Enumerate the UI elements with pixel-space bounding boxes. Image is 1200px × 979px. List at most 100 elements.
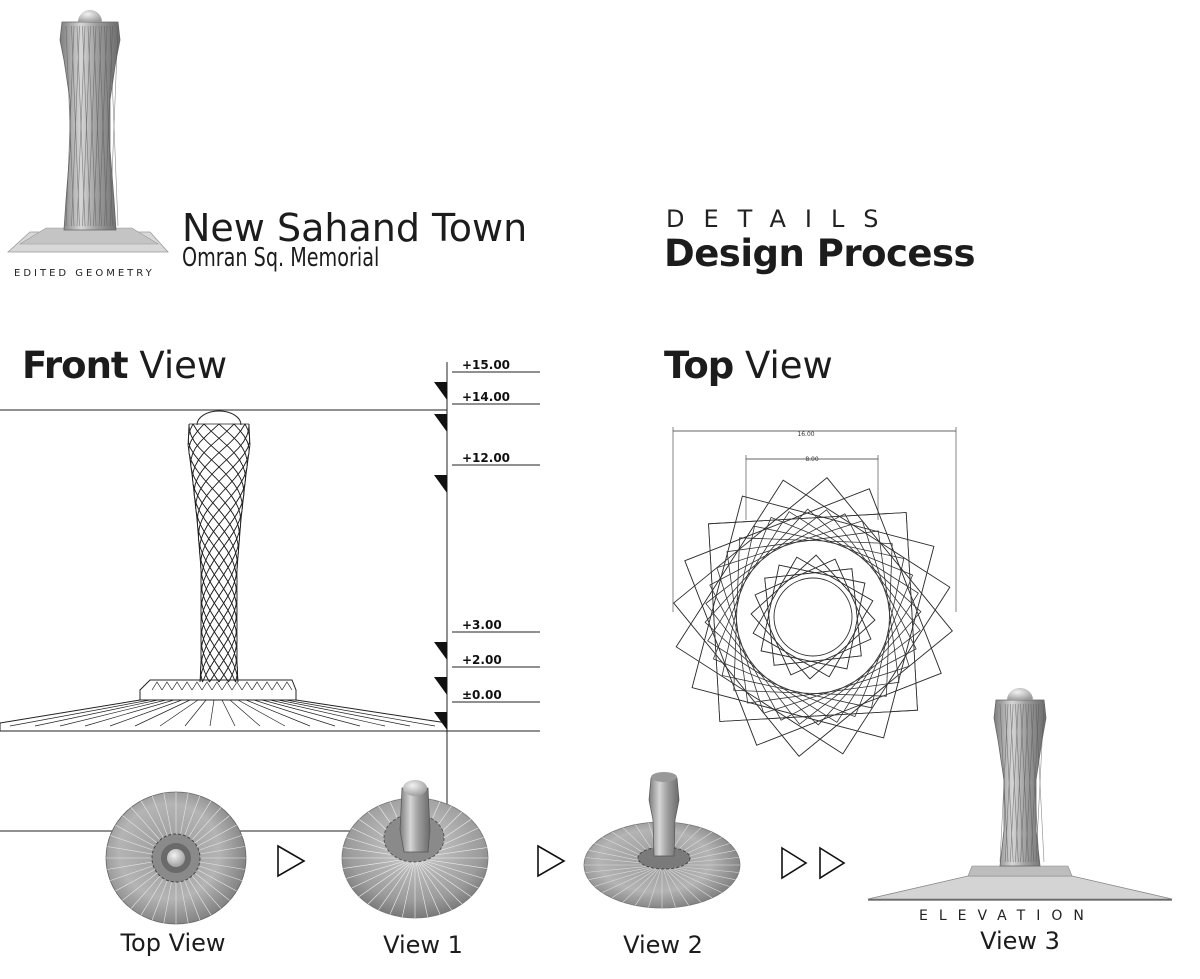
- level-label: +3.00: [462, 618, 502, 632]
- base-crown-facet: [241, 681, 253, 691]
- level-marker-icon: [434, 677, 447, 695]
- disc-facet-line: [414, 857, 484, 879]
- plan-square-outline: [705, 509, 921, 725]
- base-crown-facet: [281, 681, 293, 691]
- plan-square-outline: [750, 554, 876, 680]
- plan-square-outline: [709, 513, 917, 721]
- plan-square-outline: [721, 525, 905, 709]
- base-facet-line: [209, 699, 215, 727]
- step-label-view-1: View 1: [383, 931, 463, 959]
- level-label: +2.00: [462, 653, 502, 667]
- plan-square-outline: [754, 558, 872, 676]
- front-view-heading-bold: Front: [22, 344, 129, 387]
- tower-lattice-line: [199, 423, 248, 683]
- plan-square-outline: [673, 477, 953, 757]
- step-label-top-view: Top View: [120, 929, 226, 957]
- project-subtitle: Omran Sq. Memorial: [182, 243, 380, 273]
- base-facet-line: [109, 699, 183, 727]
- disc-facet-line: [346, 857, 416, 879]
- base-facet-line: [285, 699, 436, 727]
- play-arrow-icon: [537, 844, 566, 878]
- base-facet-line: [277, 699, 411, 727]
- base-facet-line: [253, 699, 336, 727]
- level-marker-icon: [434, 382, 447, 400]
- render-view-1: [341, 780, 489, 919]
- disc-facet-line: [351, 857, 416, 889]
- elevation-caption: ELEVATION: [919, 908, 1095, 924]
- tower-outline-left: [187, 423, 202, 683]
- plan-square-outline: [760, 564, 866, 670]
- base-facet-line: [59, 699, 167, 727]
- tower-lattice-line: [200, 423, 246, 683]
- plan-square-outline: [707, 511, 919, 723]
- base-crown-facet: [251, 681, 263, 691]
- tower-outline-right: [236, 423, 251, 683]
- plan-square-outline: [691, 495, 935, 739]
- disc-facet-line: [367, 857, 416, 905]
- thumbnail-tower-render: [6, 10, 169, 253]
- base-facet-line: [269, 699, 386, 727]
- disc-facet-line: [611, 864, 663, 899]
- thumbnail-caption: EDITED GEOMETRY: [14, 268, 155, 279]
- base-facet-line: [237, 699, 286, 727]
- plan-square-outline: [726, 530, 900, 704]
- base-crown-facet: [201, 681, 213, 691]
- disc-facet-line: [414, 857, 452, 911]
- plan-square-outline: [752, 556, 874, 678]
- top-view-heading: Top View: [664, 344, 833, 387]
- base-facet-line: [245, 699, 311, 727]
- base-crown-facet: [151, 681, 163, 691]
- base-facet-line: [9, 699, 151, 727]
- disc-facet-line: [414, 857, 463, 905]
- dimension-inner: 8.00: [805, 456, 819, 463]
- base-crown-facet: [231, 681, 243, 691]
- top-view-plan: [672, 427, 957, 757]
- disc-facet-line: [661, 864, 689, 906]
- level-marker-icon: [434, 712, 447, 730]
- plan-square-outline: [684, 488, 942, 746]
- level-marker-icon: [434, 414, 447, 432]
- disc-facet-line: [378, 857, 416, 911]
- base-facet-line: [134, 699, 191, 727]
- base-facet-line: [159, 699, 199, 727]
- render-top-view: [105, 791, 247, 925]
- plan-square-outline: [712, 516, 914, 718]
- tower-lattice-line: [187, 423, 242, 683]
- disc-facet-line: [588, 864, 663, 880]
- plan-square-outline: [708, 512, 918, 722]
- disc-facet-line: [602, 864, 663, 893]
- render-elevation: [867, 688, 1173, 901]
- top-view-heading-rest: View: [733, 344, 833, 387]
- details-label: DETAILS: [666, 205, 898, 233]
- plan-square-outline: [750, 554, 876, 680]
- level-label: +15.00: [462, 358, 510, 372]
- disc-facet-line: [414, 857, 472, 897]
- base-crown-facet: [161, 681, 173, 691]
- plan-square-outline: [764, 568, 862, 666]
- base-crown-facet: [221, 681, 233, 691]
- tower-lattice-line: [192, 423, 245, 683]
- disc-facet-line: [622, 864, 663, 903]
- base-facet-line: [221, 699, 236, 727]
- base-crown-facet: [181, 681, 193, 691]
- plan-square-outline: [691, 495, 935, 739]
- level-markers: +15.00+14.00+12.00+3.00+2.00±0.00: [434, 358, 540, 730]
- plan-square-outline: [760, 564, 866, 670]
- disc-facet-line: [414, 857, 479, 889]
- disc-facet-line: [414, 857, 487, 869]
- base-facet-line: [261, 699, 361, 727]
- level-marker-icon: [434, 642, 447, 660]
- base-crown-facet: [211, 681, 223, 691]
- base-crown-facet: [191, 681, 203, 691]
- plan-square-outline: [673, 477, 953, 757]
- base-crown-facet: [261, 681, 273, 691]
- plan-square-outline: [752, 556, 874, 678]
- front-view-elevation: [0, 362, 540, 832]
- tower-lattice-line: [188, 423, 243, 683]
- double-play-arrow-icon: [781, 846, 846, 880]
- top-view-heading-bold: Top: [664, 344, 734, 387]
- disc-facet-line: [414, 857, 428, 918]
- plan-square-outline: [675, 479, 951, 755]
- disc-facet-line: [661, 864, 676, 908]
